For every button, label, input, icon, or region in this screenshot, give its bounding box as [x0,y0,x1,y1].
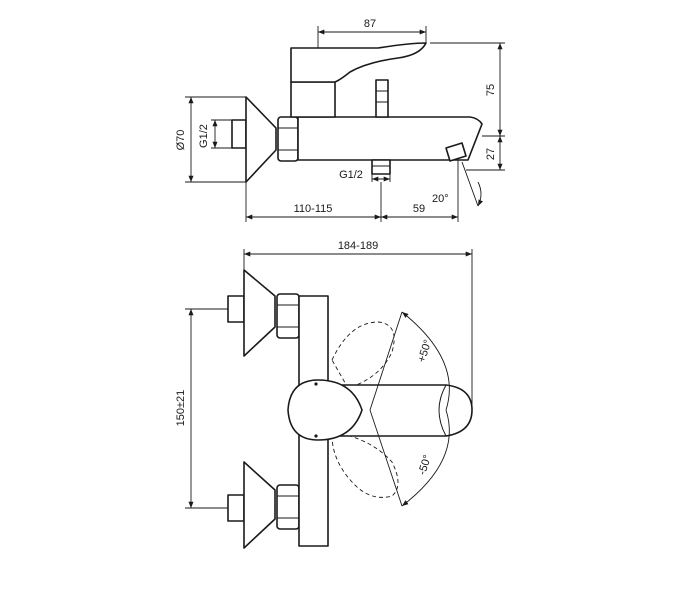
front-upper-inlet [227,295,245,323]
dim-diameter-70: Ø70 [175,130,187,151]
dim-g12-bottom: G1/2 [339,169,363,181]
side-handle-neck [290,81,336,118]
side-spout-body [297,116,483,161]
front-upper-flange [243,269,276,357]
dim-20-deg: 20° [432,193,449,205]
dim-110-115: 110-115 [294,203,333,215]
dim-minus-50: -50° [416,454,434,477]
front-lower-flange [243,461,276,549]
dim-150-21: 150±21 [175,390,187,427]
side-hex-nut [277,116,299,162]
dim-75: 75 [485,84,497,96]
front-handle-minus50-ghost [331,434,399,498]
side-inlet-pipe [231,119,247,149]
side-spout-tip [445,142,467,162]
dim-59: 59 [413,203,425,215]
front-lower-nut [276,484,300,530]
front-view: 184-189 150±21 +50° -50° [175,240,473,549]
dim-plus-50: +50° [416,338,435,364]
front-upper-nut [276,293,300,339]
side-view: 87 75 27 Ø70 G1/2 G1/2 110-115 59 [175,18,505,222]
dim-g12-side: G1/2 [198,124,210,148]
dim-27: 27 [485,148,497,160]
front-lower-inlet [227,494,245,522]
front-handle-cap [287,379,363,441]
dim-87: 87 [364,18,376,30]
front-handle-plus50-ghost [331,321,395,389]
side-shower-outlet [371,159,391,175]
side-diverter-knob [375,79,389,118]
dim-184-189: 184-189 [338,240,378,252]
side-lever [290,42,427,83]
side-wall-flange [245,96,277,183]
